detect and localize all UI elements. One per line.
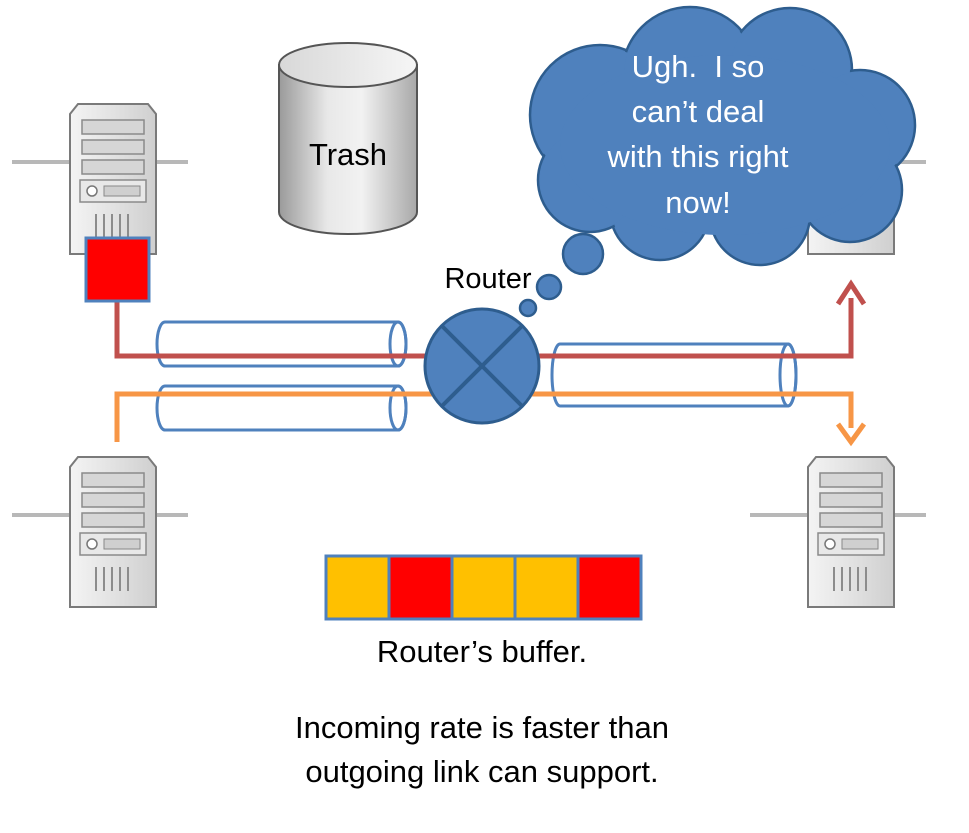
trash-cylinder-icon (278, 42, 418, 235)
buffer-packet-red (387, 554, 454, 621)
buffer-packet-yellow (513, 554, 580, 621)
router-icon (423, 307, 541, 425)
bubble-text-line-2: can’t deal (632, 94, 765, 129)
buffer-packet-yellow (324, 554, 391, 621)
buffer-packet-red (576, 554, 643, 621)
server-icon-bottom-right (748, 455, 928, 609)
orange-flow-arrowhead (835, 422, 867, 447)
server-icon-bottom-left (10, 455, 190, 609)
footer-line-2: outgoing link can support. (305, 754, 658, 789)
trash-label: Trash (309, 137, 387, 172)
bubble-text-line-4: now! (665, 185, 730, 220)
link-tube-right (550, 342, 798, 408)
footer-line-1: Incoming rate is faster than (295, 710, 669, 745)
bubble-text-line-3: with this right (607, 139, 789, 174)
server-icon-top-left (10, 102, 190, 256)
red-flow-arrowhead (835, 279, 867, 306)
router-label: Router (444, 263, 531, 295)
buffer-caption: Router’s buffer. (377, 634, 587, 669)
link-tube-upper-left (155, 320, 408, 368)
thought-bubble (518, 5, 917, 318)
router-buffer (324, 554, 643, 621)
buffer-packet-yellow (450, 554, 517, 621)
bubble-text-line-1: Ugh. I so (632, 49, 765, 84)
outgoing-packet-red (84, 236, 151, 303)
